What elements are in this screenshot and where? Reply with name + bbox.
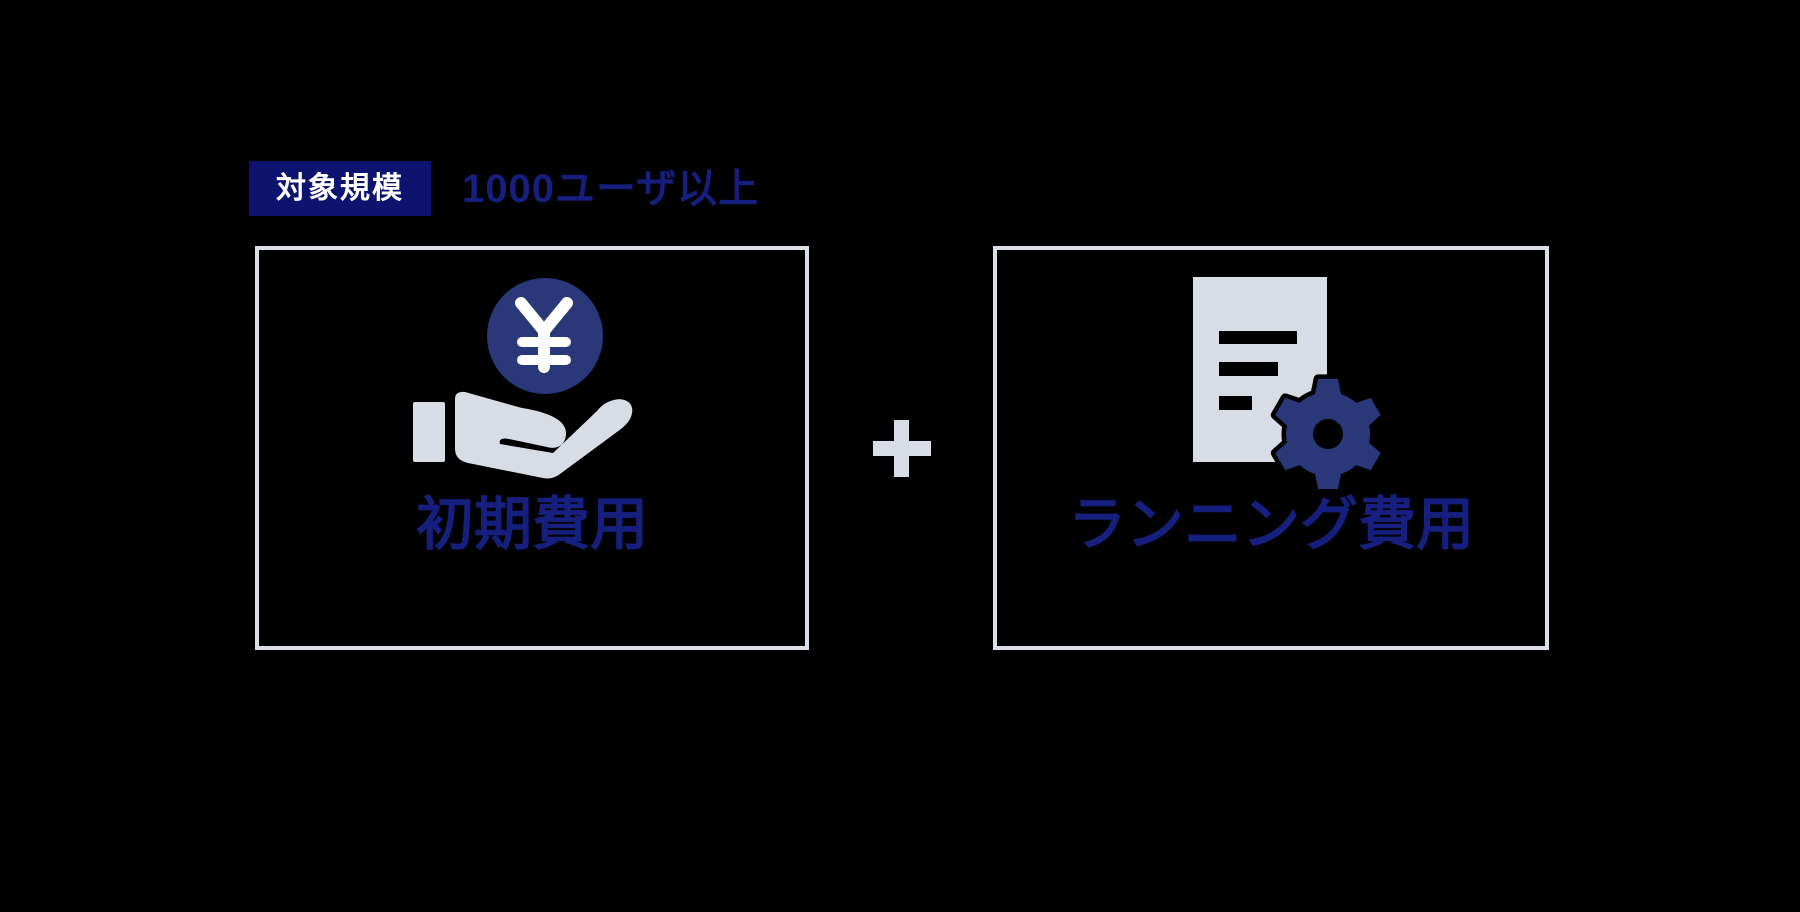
document-with-gear-icon <box>1193 277 1386 494</box>
plus-icon <box>873 420 931 477</box>
target-scale-badge-label: 対象規模 <box>276 171 404 205</box>
initial-cost-title: 初期費用 <box>415 492 648 557</box>
target-scale-badge: 対象規模 <box>249 161 431 216</box>
user-scale-text: 1000ユーザ以上 <box>462 166 760 211</box>
running-cost-title: ランニング費用 <box>1067 492 1474 557</box>
header-row: 対象規模 1000ユーザ以上 <box>249 161 759 216</box>
hand-holding-yen-coin-icon <box>413 278 633 479</box>
initial-cost-card <box>255 246 809 650</box>
gear-center-hole <box>1313 419 1343 449</box>
document-text-lines <box>1219 331 1297 410</box>
hand-shape <box>455 391 633 479</box>
hand-cuff <box>413 402 445 462</box>
yen-symbol-icon <box>515 297 573 373</box>
running-cost-card <box>993 246 1549 650</box>
